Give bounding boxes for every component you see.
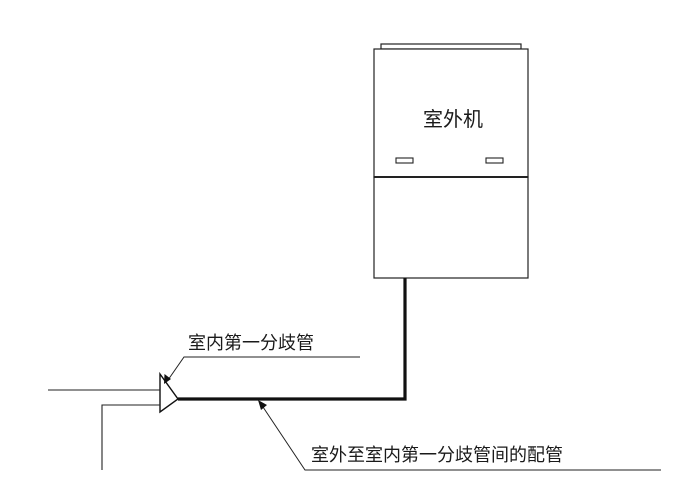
branch-pipe-leader [164, 356, 360, 384]
connecting-pipe-leader-arrowhead [258, 400, 267, 410]
indoor-pipe-lower [101, 404, 160, 470]
connecting-pipe-leader-line [260, 403, 661, 471]
outdoor-unit-lower-body [373, 176, 529, 279]
outdoor-unit-left-vent [395, 157, 414, 164]
outdoor-unit-right-vent [485, 157, 504, 164]
outdoor-unit-top-cap [380, 43, 522, 50]
outdoor-unit: 室外机 [373, 43, 529, 279]
branch-pipe-leader-line [167, 356, 360, 381]
connecting-pipe [178, 278, 407, 401]
outdoor-unit-label: 室外机 [423, 107, 483, 131]
branch-pipe-leader-arrowhead [164, 374, 171, 384]
outdoor-unit-upper-body [373, 48, 529, 178]
branch-pipe-label: 室内第一分歧管 [188, 333, 314, 354]
connecting-pipe-label: 室外至室内第一分歧管间的配管 [311, 445, 563, 466]
connecting-pipe-leader [258, 400, 661, 471]
